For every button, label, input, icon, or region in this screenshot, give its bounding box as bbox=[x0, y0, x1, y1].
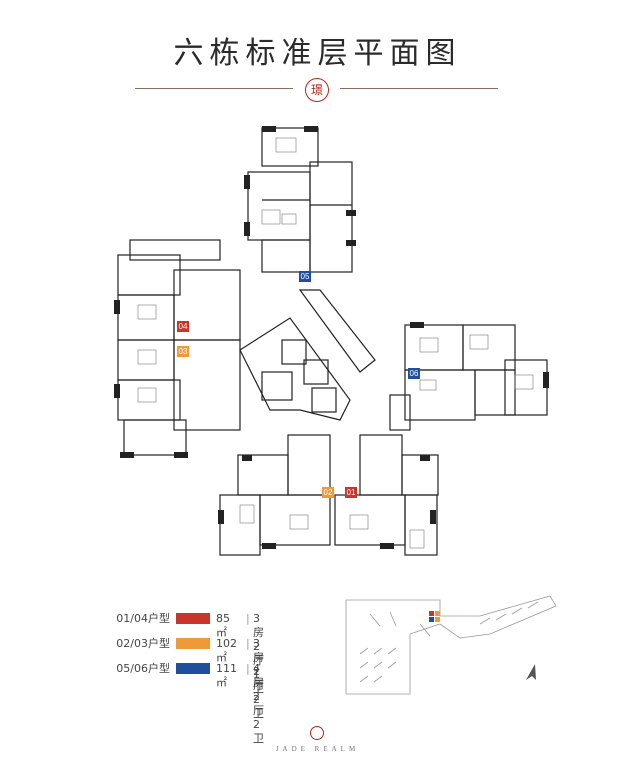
unit-05-plan bbox=[247, 127, 353, 273]
legend-type: 02/03户型 bbox=[116, 637, 170, 650]
unit-tag-06: 06 bbox=[408, 368, 420, 379]
site-marker-icon bbox=[429, 611, 440, 622]
unit-tag-01: 01 bbox=[345, 487, 357, 498]
title-rule-left bbox=[135, 88, 293, 89]
unit-02-plan bbox=[219, 434, 331, 556]
legend-swatch bbox=[176, 613, 210, 624]
unit-01-plan bbox=[334, 434, 439, 556]
seal-logo: 璟 bbox=[305, 78, 329, 102]
legend-swatch bbox=[176, 663, 210, 674]
unit-06-plan bbox=[389, 324, 548, 431]
north-arrow-icon bbox=[526, 664, 536, 680]
legend-area: 85㎡ bbox=[216, 612, 230, 639]
page-title: 六栋标准层平面图 bbox=[173, 36, 462, 71]
title-rule-right bbox=[340, 88, 498, 89]
unit-tag-02: 02 bbox=[322, 487, 334, 498]
legend-area: 102㎡ bbox=[216, 637, 237, 664]
site-key-map bbox=[345, 595, 557, 695]
legend-area: 111㎡ bbox=[216, 662, 237, 689]
legend-layout: 3房2厅1卫 bbox=[253, 612, 264, 695]
footer-seal-logo bbox=[310, 726, 324, 740]
unit-03-plan bbox=[117, 339, 241, 456]
legend-type: 05/06户型 bbox=[116, 662, 170, 675]
legend-type: 01/04户型 bbox=[116, 612, 170, 625]
legend-layout: 4房2厅2卫 bbox=[253, 662, 264, 745]
brand-wordmark: JADE REALM bbox=[275, 745, 360, 753]
legend-separator: | bbox=[246, 662, 250, 675]
unit-tag-04: 04 bbox=[177, 321, 189, 332]
legend-layout: 3房2厅2卫 bbox=[253, 637, 264, 720]
core-plan bbox=[239, 289, 376, 421]
floor-plan bbox=[114, 126, 549, 556]
unit-tag-05: 05 bbox=[299, 271, 311, 282]
legend-swatch bbox=[176, 638, 210, 649]
unit-tag-03: 03 bbox=[177, 346, 189, 357]
legend-separator: | bbox=[246, 612, 250, 625]
legend-separator: | bbox=[246, 637, 250, 650]
